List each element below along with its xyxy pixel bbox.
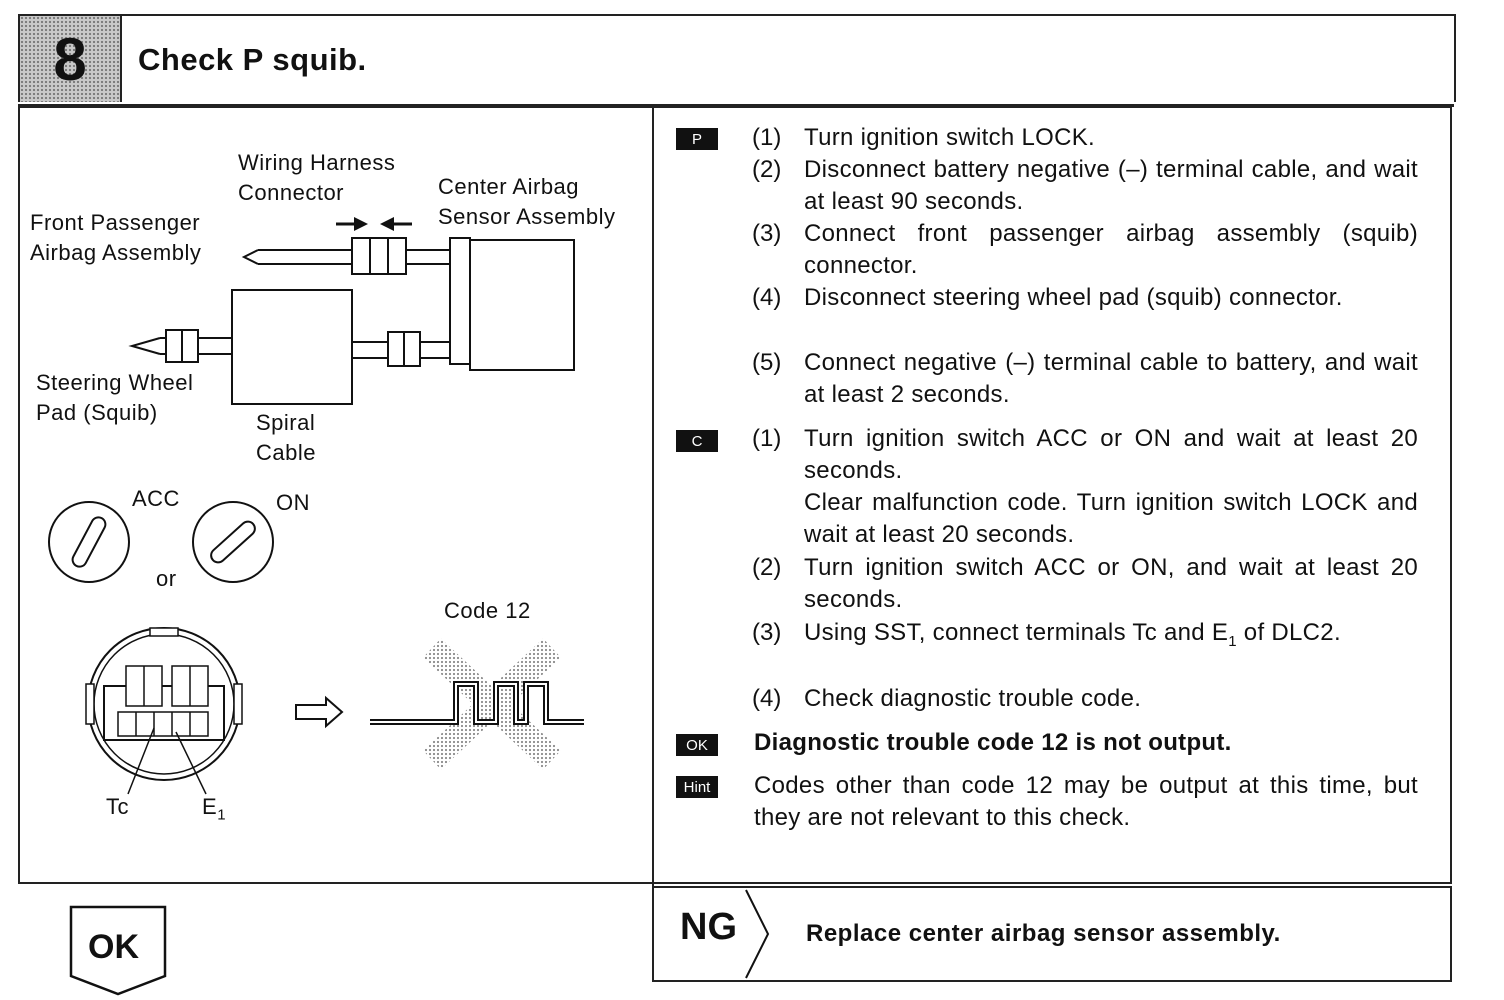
step-header: 8 Check P squib. bbox=[18, 14, 1456, 102]
step-text: Turn ignition switch LOCK. bbox=[804, 124, 1096, 151]
dlc2-connector-icon bbox=[85, 627, 243, 795]
p-tag: P bbox=[676, 128, 718, 150]
ok-arrow-shape bbox=[69, 905, 167, 996]
e1-terminal-label: E1 bbox=[202, 794, 227, 824]
ng-chevron-icon bbox=[745, 889, 770, 979]
page-title: Check P squib. bbox=[138, 42, 367, 77]
header-divider bbox=[18, 104, 1454, 107]
step-number-box: 8 bbox=[20, 16, 122, 102]
spiral-cable-label: Spiral Cable bbox=[256, 410, 316, 465]
code-12-label: Code 12 bbox=[444, 598, 531, 623]
step-number: 8 bbox=[53, 25, 87, 93]
step-num: (3) bbox=[752, 220, 782, 247]
step-num: (1) bbox=[752, 425, 782, 452]
steering-wheel-pad-label: Steering Wheel Pad (Squib) bbox=[36, 370, 194, 425]
c-tag: C bbox=[676, 430, 718, 452]
step-num: (5) bbox=[752, 349, 782, 376]
ng-result-box bbox=[654, 886, 1452, 982]
step-text: Disconnect steering wheel pad (squib) co… bbox=[804, 284, 1343, 311]
step-text: Turn ignition switch ACC or ON, and wait… bbox=[804, 554, 1418, 613]
acc-label: ACC bbox=[132, 486, 180, 511]
tc-terminal-label: Tc bbox=[106, 794, 129, 819]
ok-result-text: Diagnostic trouble code 12 is not output… bbox=[754, 729, 1232, 756]
ng-action-text: Replace center airbag sensor assembly. bbox=[806, 920, 1281, 947]
ignition-switch-on-icon bbox=[192, 501, 274, 583]
steering-wheel-harness bbox=[128, 329, 450, 367]
center-airbag-sensor-box bbox=[449, 237, 575, 371]
on-label: ON bbox=[276, 490, 310, 515]
step-num: (2) bbox=[752, 156, 782, 183]
center-airbag-sensor-label: Center Airbag Sensor Assembly bbox=[438, 174, 616, 229]
step-text: Check diagnostic trouble code. bbox=[804, 685, 1142, 712]
step-num: (2) bbox=[752, 554, 782, 581]
step-text: Turn ignition switch ACC or ON and wait … bbox=[804, 425, 1418, 484]
step-text: Disconnect battery negative (–) terminal… bbox=[804, 156, 1418, 215]
step-num: (4) bbox=[752, 685, 782, 712]
step-text: Connect negative (–) terminal cable to b… bbox=[804, 349, 1418, 408]
hint-tag: Hint bbox=[676, 776, 718, 798]
step-num: (4) bbox=[752, 284, 782, 311]
step-num: (3) bbox=[752, 619, 782, 646]
column-divider bbox=[652, 106, 654, 982]
content-frame bbox=[18, 106, 1452, 884]
step-text: Using SST, connect terminals Tc and E1 o… bbox=[804, 619, 1341, 650]
ng-result-label: NG bbox=[680, 906, 737, 948]
or-label: or bbox=[156, 566, 177, 591]
front-passenger-harness bbox=[241, 237, 450, 275]
code-12-waveform bbox=[370, 638, 584, 770]
step-text: Connect front passenger airbag assembly … bbox=[804, 220, 1418, 279]
hollow-arrow-icon bbox=[295, 695, 344, 729]
wiring-harness-connector-label: Wiring Harness Connector bbox=[238, 150, 396, 205]
hint-text: Codes other than code 12 may be output a… bbox=[754, 772, 1418, 831]
spiral-cable-box bbox=[231, 289, 353, 405]
step-num: (1) bbox=[752, 124, 782, 151]
ok-tag: OK bbox=[676, 734, 718, 756]
front-passenger-airbag-label: Front Passenger Airbag Assembly bbox=[30, 210, 202, 265]
ok-result-label: OK bbox=[88, 928, 139, 966]
connector-arrows bbox=[336, 217, 412, 231]
wiring-diagram bbox=[48, 217, 584, 795]
step-text: Clear malfunction code. Turn ignition sw… bbox=[804, 489, 1418, 548]
ignition-switch-acc-icon bbox=[48, 501, 130, 583]
